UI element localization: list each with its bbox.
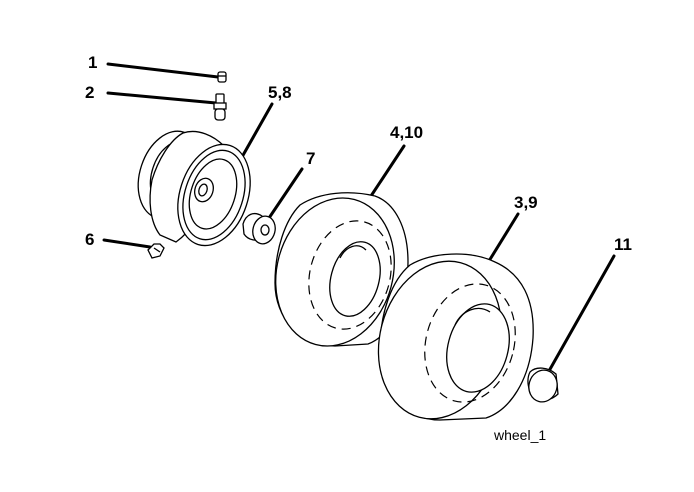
callout-4-10: 4,10 [390, 123, 423, 142]
callout-7: 7 [306, 149, 315, 168]
callout-labels: 1 2 5,8 7 4,10 6 3,9 11 [85, 53, 632, 254]
leader-5-8 [240, 102, 274, 159]
figure-id: wheel_1 [493, 427, 546, 443]
leader-11 [547, 254, 616, 373]
leader-3-9 [487, 212, 520, 263]
front-tire [274, 192, 409, 347]
leader-lines [102, 62, 616, 373]
leader-7 [267, 167, 304, 220]
bushing [242, 213, 276, 245]
leader-1 [106, 62, 220, 79]
valve-fitting [147, 243, 165, 259]
hub-cap [527, 367, 559, 403]
callout-6: 6 [85, 230, 94, 249]
rear-tire [377, 253, 534, 421]
callout-11: 11 [614, 235, 632, 254]
callout-2: 2 [85, 83, 94, 102]
callout-5-8: 5,8 [268, 83, 292, 102]
callout-1: 1 [88, 53, 97, 72]
callout-3-9: 3,9 [514, 193, 538, 212]
valve-stem [213, 93, 227, 121]
leader-2 [106, 91, 218, 105]
rim-assembly [137, 130, 251, 247]
valve-cap [217, 71, 227, 83]
leader-6 [102, 238, 152, 249]
leader-4-10 [369, 144, 406, 198]
